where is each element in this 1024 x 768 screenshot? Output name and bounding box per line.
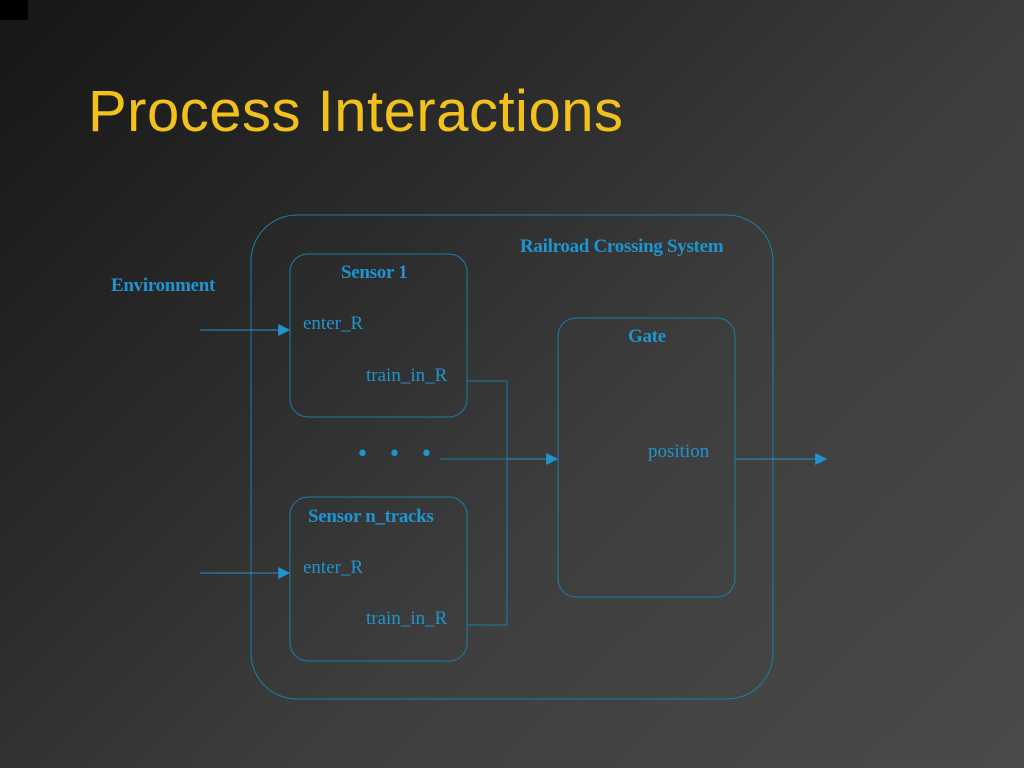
sensorN-input-label: enter_R	[303, 557, 364, 578]
sensor1-title: Sensor 1	[341, 262, 408, 283]
sensorN-output-line	[467, 459, 508, 626]
gate-title: Gate	[628, 326, 666, 347]
gate-output-label: position	[648, 441, 710, 462]
sensorN-box	[289, 496, 468, 662]
slide-title: Process Interactions	[88, 79, 624, 144]
corner-block	[0, 0, 28, 20]
system-boundary	[250, 214, 774, 700]
sensor1-output-label: train_in_R	[366, 365, 448, 386]
environment-label: Environment	[111, 275, 216, 296]
sensorN-output-label: train_in_R	[366, 608, 448, 629]
ellipsis: • • •	[356, 442, 439, 467]
system-label: Railroad Crossing System	[520, 236, 724, 257]
sensor1-output-line	[467, 380, 508, 459]
sensor1-input-label: enter_R	[303, 313, 364, 334]
sensorN-title: Sensor n_tracks	[308, 506, 434, 527]
